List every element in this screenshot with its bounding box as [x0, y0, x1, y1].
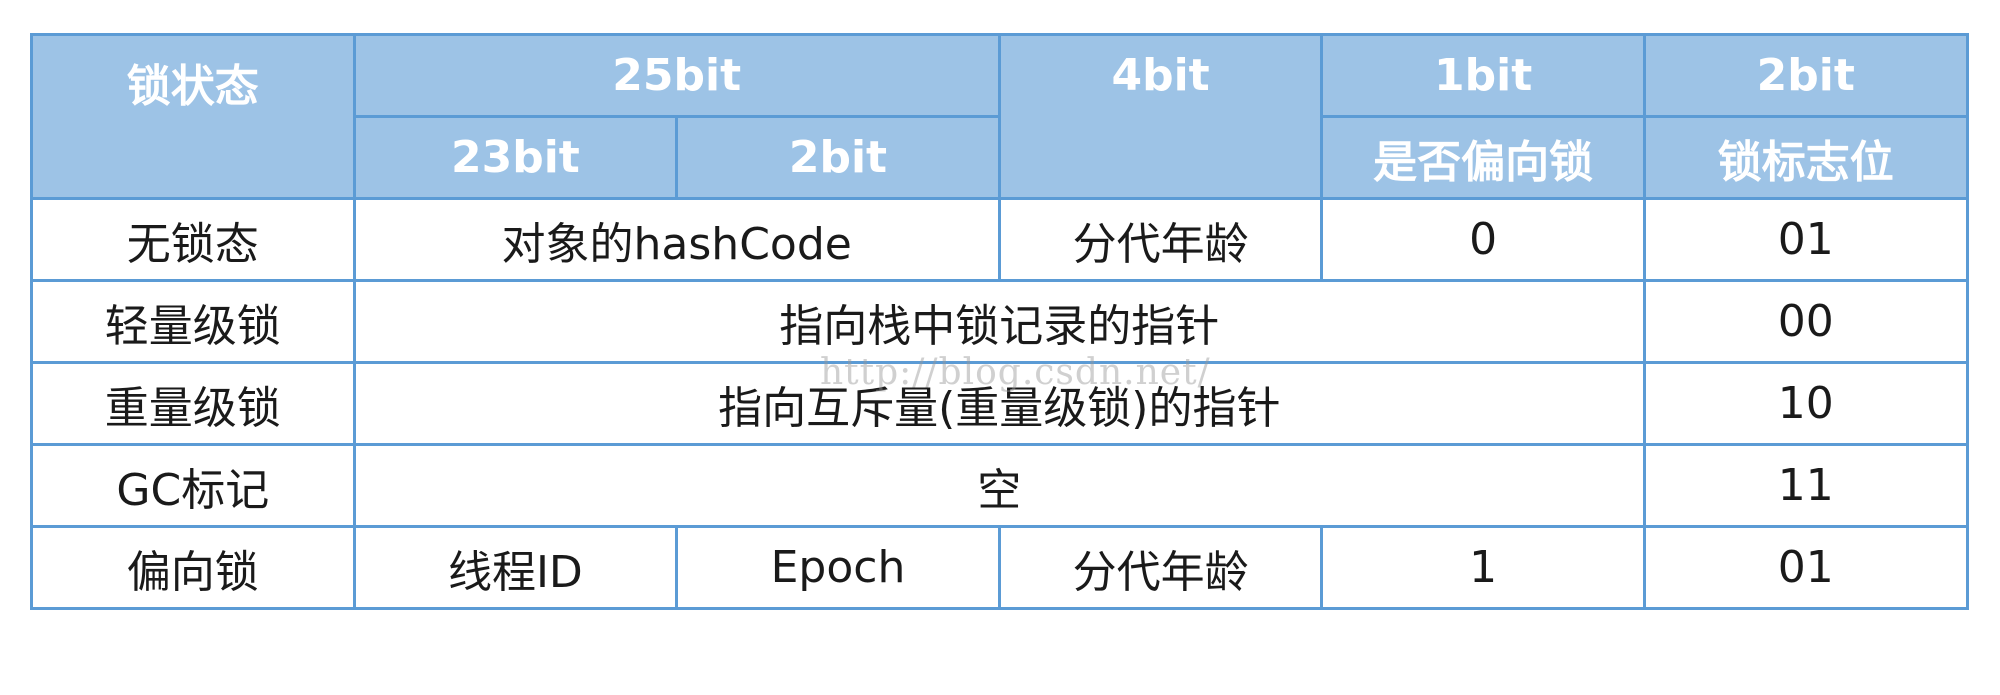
header-lock-state: 锁状态 — [30, 33, 356, 200]
cell-epoch: Epoch — [675, 525, 1001, 610]
cell-flag: 00 — [1642, 279, 1969, 364]
table-row-gc-mark: GC标记 空 11 — [30, 443, 1969, 528]
table-row-heavyweight: 重量级锁 指向互斥量(重量级锁)的指针 10 — [30, 361, 1969, 446]
cell-flag: 11 — [1642, 443, 1969, 528]
cell-flag: 01 — [1642, 525, 1969, 610]
cell-state: 重量级锁 — [30, 361, 356, 446]
cell-pointer: 空 — [352, 443, 1646, 528]
cell-flag: 10 — [1642, 361, 1969, 446]
cell-flag: 01 — [1642, 197, 1969, 282]
cell-state: 无锁态 — [30, 197, 356, 282]
cell-pointer: 指向互斥量(重量级锁)的指针 — [352, 361, 1646, 446]
cell-age: 分代年龄 — [997, 197, 1324, 282]
cell-thread-id: 线程ID — [352, 525, 679, 610]
header-row-1: 锁状态 25bit 4bit 1bit 2bit — [30, 33, 1969, 200]
cell-state: 轻量级锁 — [30, 279, 356, 364]
cell-biased: 0 — [1320, 197, 1646, 282]
cell-state: 偏向锁 — [30, 525, 356, 610]
cell-state: GC标记 — [30, 443, 356, 528]
table-row-unlocked: 无锁态 对象的hashCode 分代年龄 0 01 — [30, 197, 1969, 282]
mark-word-table-container: 锁状态 25bit 4bit 1bit 2bit 23bit 2bit 是否偏向… — [30, 33, 1969, 610]
cell-biased: 1 — [1320, 525, 1646, 610]
header-25bit: 25bit — [352, 33, 1001, 118]
table-row-biased: 偏向锁 线程ID Epoch 分代年龄 1 01 — [30, 525, 1969, 610]
table-row-lightweight: 轻量级锁 指向栈中锁记录的指针 00 — [30, 279, 1969, 364]
header-4bit: 4bit — [997, 33, 1324, 200]
header-2bit-sub: 2bit — [675, 115, 1001, 200]
header-2bit: 2bit — [1642, 33, 1969, 118]
cell-pointer: 指向栈中锁记录的指针 — [352, 279, 1646, 364]
cell-age: 分代年龄 — [997, 525, 1324, 610]
header-lock-flag: 锁标志位 — [1642, 115, 1969, 200]
cell-hashcode: 对象的hashCode — [352, 197, 1001, 282]
header-1bit: 1bit — [1320, 33, 1646, 118]
header-23bit: 23bit — [352, 115, 679, 200]
header-row-2: 23bit 2bit 是否偏向锁 锁标志位 — [32, 115, 1969, 200]
mark-word-table: 锁状态 25bit 4bit 1bit 2bit 23bit 2bit 是否偏向… — [30, 33, 1969, 610]
header-is-biased: 是否偏向锁 — [1320, 115, 1646, 200]
